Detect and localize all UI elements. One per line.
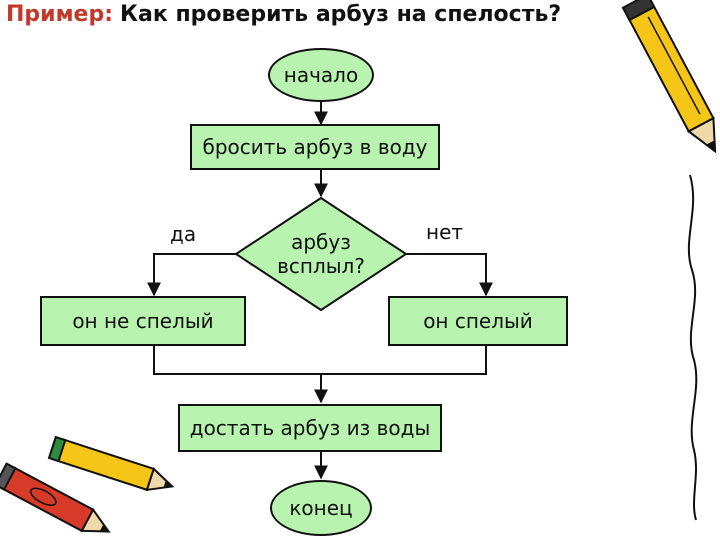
decision-diamond [234,196,408,312]
merge-line [153,346,487,375]
step-throw-in-water: бросить арбуз в воду [190,124,440,170]
arrow-decision-yes [147,253,236,297]
result-ripe: он спелый [388,296,568,346]
result-not-ripe: он не спелый [40,296,246,346]
branch-no-label: нет [426,220,464,244]
pencil-icon [0,462,111,533]
end-node: конец [270,480,372,536]
title-lead: Пример: [6,2,114,27]
step-take-out: достать арбуз из воды [178,404,442,452]
pencil-icon [47,435,175,492]
start-node: начало [268,48,374,102]
branch-yes-label: да [170,222,197,246]
pencil-icon [621,0,717,154]
connectors [147,102,493,480]
title-text: Как проверить арбуз на спелость? [120,2,562,27]
decorative-line [687,174,698,521]
page-title: Пример: Как проверить арбуз на спелость? [6,2,561,27]
decision-label: арбуз всплыл? [277,230,365,278]
arrow-decision-no [406,253,493,297]
